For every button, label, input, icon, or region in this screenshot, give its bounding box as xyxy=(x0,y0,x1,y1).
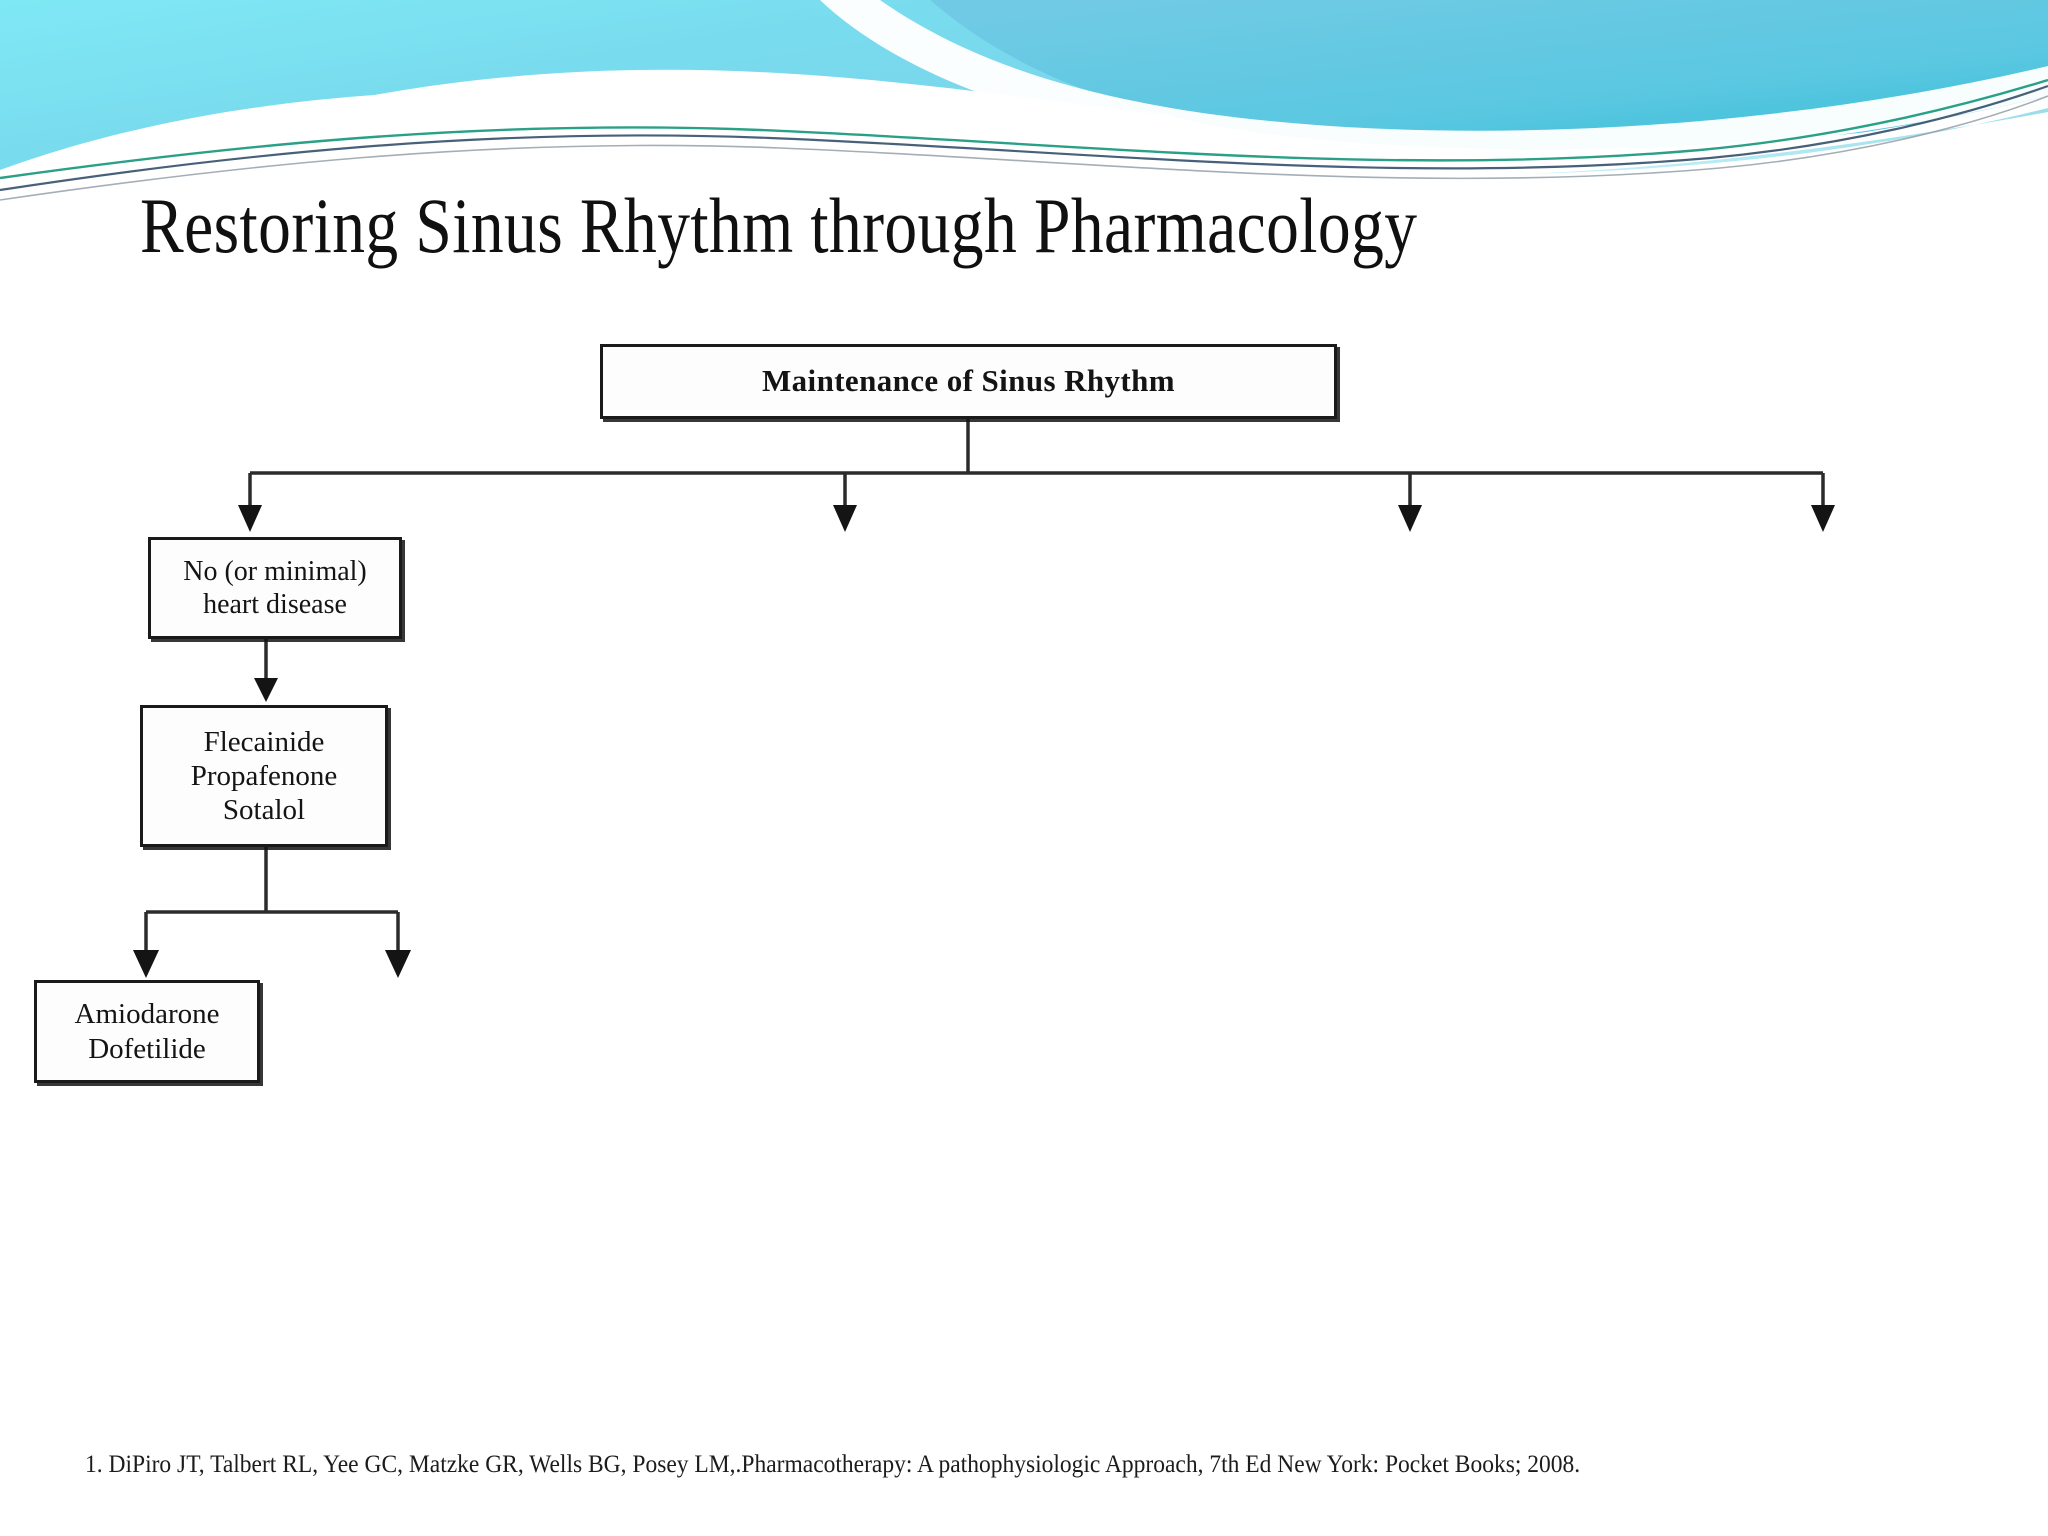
arrowheads xyxy=(133,505,1835,978)
arrowhead-2 xyxy=(833,505,857,532)
arrowhead-flec-right xyxy=(385,950,411,978)
arrowhead-4 xyxy=(1811,505,1835,532)
arrowhead-3 xyxy=(1398,505,1422,532)
flow-node-label: No (or minimal) heart disease xyxy=(183,555,367,620)
page-title: Restoring Sinus Rhythm through Pharmacol… xyxy=(140,182,1418,269)
citation-footnote: 1. DiPiro JT, Talbert RL, Yee GC, Matzke… xyxy=(85,1451,1581,1478)
flow-node-no-heart-disease: No (or minimal) heart disease xyxy=(148,537,402,639)
flow-node-first-line-drugs: Flecainide Propafenone Sotalol xyxy=(140,705,388,847)
arrowhead-1 xyxy=(238,505,262,532)
arrowhead-flec-left xyxy=(133,950,159,978)
flow-node-label: Maintenance of Sinus Rhythm xyxy=(762,363,1175,399)
flow-node-second-line-drugs: Amiodarone Dofetilide xyxy=(34,980,260,1083)
arrowhead-noheart-to-flec xyxy=(254,678,278,702)
flow-node-maintenance-of-sinus-rhythm: Maintenance of Sinus Rhythm xyxy=(600,344,1337,419)
flow-node-label: Flecainide Propafenone Sotalol xyxy=(190,725,338,827)
flow-node-label: Amiodarone Dofetilide xyxy=(74,998,220,1065)
